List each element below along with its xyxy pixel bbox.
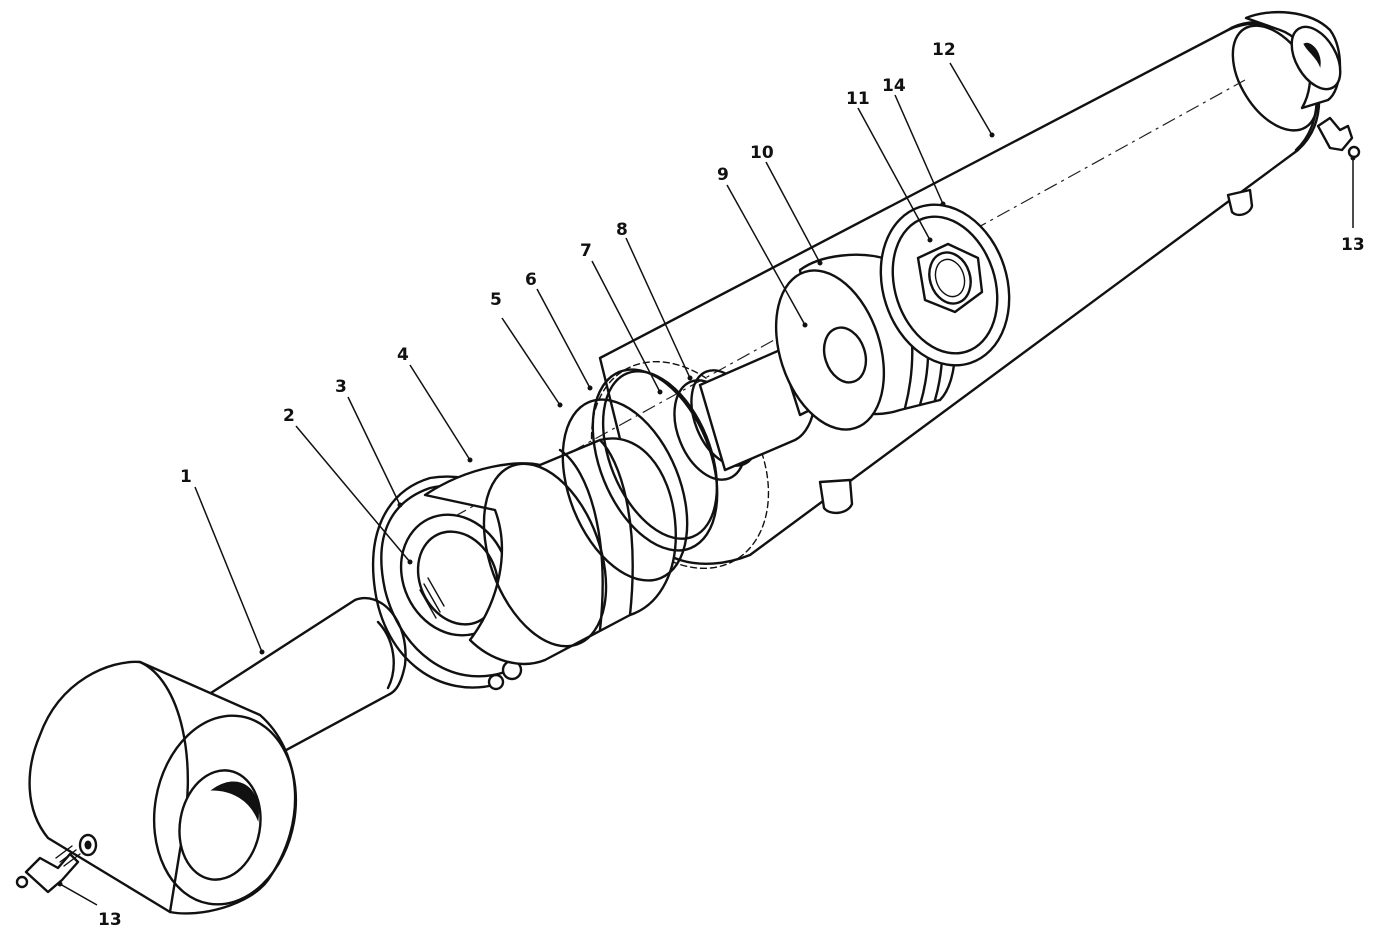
callout-11: 11 bbox=[846, 89, 870, 109]
cylinder-head bbox=[423, 437, 677, 666]
head-seal-o-ring bbox=[561, 398, 689, 582]
callout-9: 9 bbox=[717, 165, 729, 185]
callout-12: 12 bbox=[932, 40, 956, 60]
piston-rod-assembly bbox=[28, 597, 407, 915]
callout-1: 1 bbox=[180, 467, 192, 487]
piston bbox=[774, 253, 957, 431]
callout-3: 3 bbox=[335, 377, 347, 397]
backup-ring bbox=[591, 368, 719, 552]
lock-nut bbox=[916, 242, 984, 314]
grease-fitting-right bbox=[1316, 116, 1361, 159]
callout-10: 10 bbox=[750, 143, 774, 163]
callout-labels: 1 2 3 4 5 6 7 8 9 10 11 12 13 13 14 bbox=[98, 40, 1365, 930]
callout-4: 4 bbox=[397, 345, 409, 365]
callout-6: 6 bbox=[525, 270, 537, 290]
leader-lines bbox=[59, 62, 1354, 906]
callout-7: 7 bbox=[580, 241, 592, 261]
callout-14: 14 bbox=[882, 76, 906, 96]
callout-2: 2 bbox=[283, 406, 295, 426]
callout-8: 8 bbox=[616, 220, 628, 240]
callout-13-left: 13 bbox=[98, 910, 122, 930]
callout-13-right: 13 bbox=[1341, 235, 1365, 255]
leader-dots bbox=[57, 132, 1356, 887]
callout-5: 5 bbox=[490, 290, 502, 310]
grease-fitting-left bbox=[15, 845, 81, 894]
